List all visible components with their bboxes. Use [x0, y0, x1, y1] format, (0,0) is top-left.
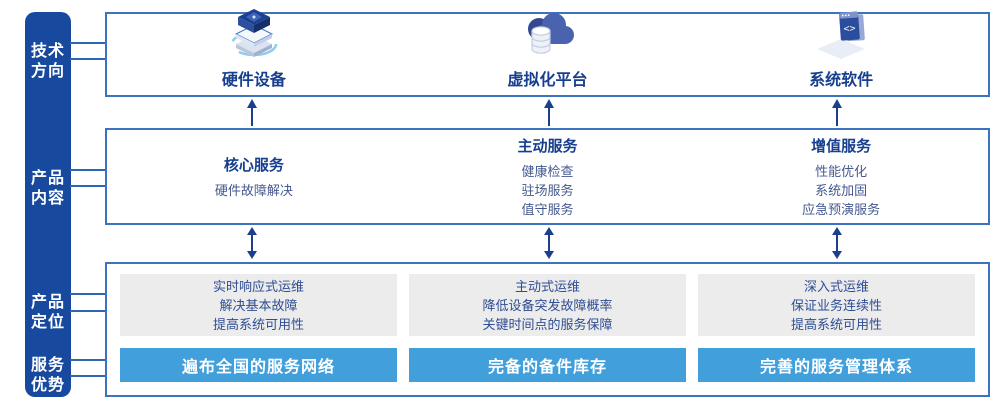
positioning-panel: 实时响应式运维 解决基本故障 提高系统可用性: [120, 274, 397, 336]
double-arrow: [247, 227, 257, 259]
service-item: 系统加固: [815, 182, 868, 198]
service-item: 驻场服务: [521, 182, 574, 198]
service-title-core: 核心服务: [223, 156, 284, 174]
positioning-point: 关键时间点的服务保障: [482, 316, 613, 332]
advantage-bar: 完善的服务管理体系: [698, 348, 975, 382]
tech-direction-box: 硬件设备 虚拟化平台: [105, 9, 990, 97]
tech-label-software: 系统软件: [809, 72, 874, 89]
connector-line: [70, 42, 107, 44]
tech-label-hardware: 硬件设备: [221, 72, 286, 89]
service-col-core: 核心服务 硬件故障解决: [107, 130, 401, 223]
service-item: 值守服务: [521, 201, 574, 217]
connector-line: [70, 359, 107, 361]
sidebar-label-product-position: 产品 定位: [30, 294, 65, 331]
positioning-point: 主动式运维: [514, 278, 580, 294]
tech-col-software: <> 系统软件: [694, 11, 988, 95]
connector-line: [70, 58, 107, 60]
service-item: 性能优化: [815, 163, 868, 179]
double-arrow: [832, 227, 842, 259]
positioning-point: 提高系统可用性: [790, 316, 882, 332]
connector-line: [70, 310, 107, 312]
up-arrow: [544, 99, 554, 126]
tech-label-virtualization: 虚拟化平台: [507, 72, 588, 89]
code-window-icon: <>: [813, 7, 869, 64]
up-arrow: [247, 99, 257, 126]
tech-col-hardware: 硬件设备: [107, 9, 401, 95]
sidebar: 技术 方向 产品 内容 产品 定位 服务 优势: [25, 12, 71, 397]
positioning-col-realtime: 实时响应式运维 解决基本故障 提高系统可用性 遍布全国的服务网络: [120, 274, 397, 395]
sidebar-label-service-advantage: 服务 优势: [30, 357, 65, 394]
connector-line: [70, 185, 107, 187]
positioning-point: 降低设备突发故障概率: [482, 297, 613, 313]
service-col-value-added: 增值服务 性能优化 系统加固 应急预演服务: [694, 130, 988, 223]
service-item: 健康检查: [521, 163, 574, 179]
product-positioning-box: 实时响应式运维 解决基本故障 提高系统可用性 遍布全国的服务网络 主动式运维 降…: [105, 262, 990, 397]
svg-text:<>: <>: [843, 23, 856, 35]
service-item: 硬件故障解决: [214, 182, 293, 198]
tech-col-virtualization: 虚拟化平台: [401, 13, 695, 95]
cloud-database-icon: [520, 9, 576, 64]
product-content-box: 核心服务 硬件故障解决 主动服务 健康检查 驻场服务 值守服务 增值服务 性能优…: [105, 128, 990, 225]
positioning-point: 提高系统可用性: [212, 316, 304, 332]
up-arrow: [832, 99, 842, 126]
double-arrow: [544, 227, 554, 259]
positioning-point: 解决基本故障: [219, 297, 298, 313]
service-title-value-added: 增值服务: [811, 137, 872, 155]
positioning-panel: 深入式运维 保证业务连续性 提高系统可用性: [698, 274, 975, 336]
connector-line: [70, 169, 107, 171]
advantage-bar: 完备的备件库存: [409, 348, 686, 382]
advantage-bar: 遍布全国的服务网络: [120, 348, 397, 382]
server-stack-icon: [226, 7, 282, 64]
service-item: 应急预演服务: [802, 201, 881, 217]
connector-line: [70, 293, 107, 295]
sidebar-label-tech-direction: 技术 方向: [30, 43, 65, 80]
service-title-proactive: 主动服务: [517, 137, 578, 155]
positioning-col-deep: 深入式运维 保证业务连续性 提高系统可用性 完善的服务管理体系: [698, 274, 975, 395]
positioning-col-proactive: 主动式运维 降低设备突发故障概率 关键时间点的服务保障 完备的备件库存: [409, 274, 686, 395]
positioning-point: 深入式运维: [803, 278, 869, 294]
sidebar-label-product-content: 产品 内容: [30, 170, 65, 207]
connector-line: [70, 375, 107, 377]
positioning-panel: 主动式运维 降低设备突发故障概率 关键时间点的服务保障: [409, 274, 686, 336]
positioning-point: 实时响应式运维: [212, 278, 304, 294]
positioning-point: 保证业务连续性: [790, 297, 882, 313]
service-col-proactive: 主动服务 健康检查 驻场服务 值守服务: [401, 130, 695, 223]
